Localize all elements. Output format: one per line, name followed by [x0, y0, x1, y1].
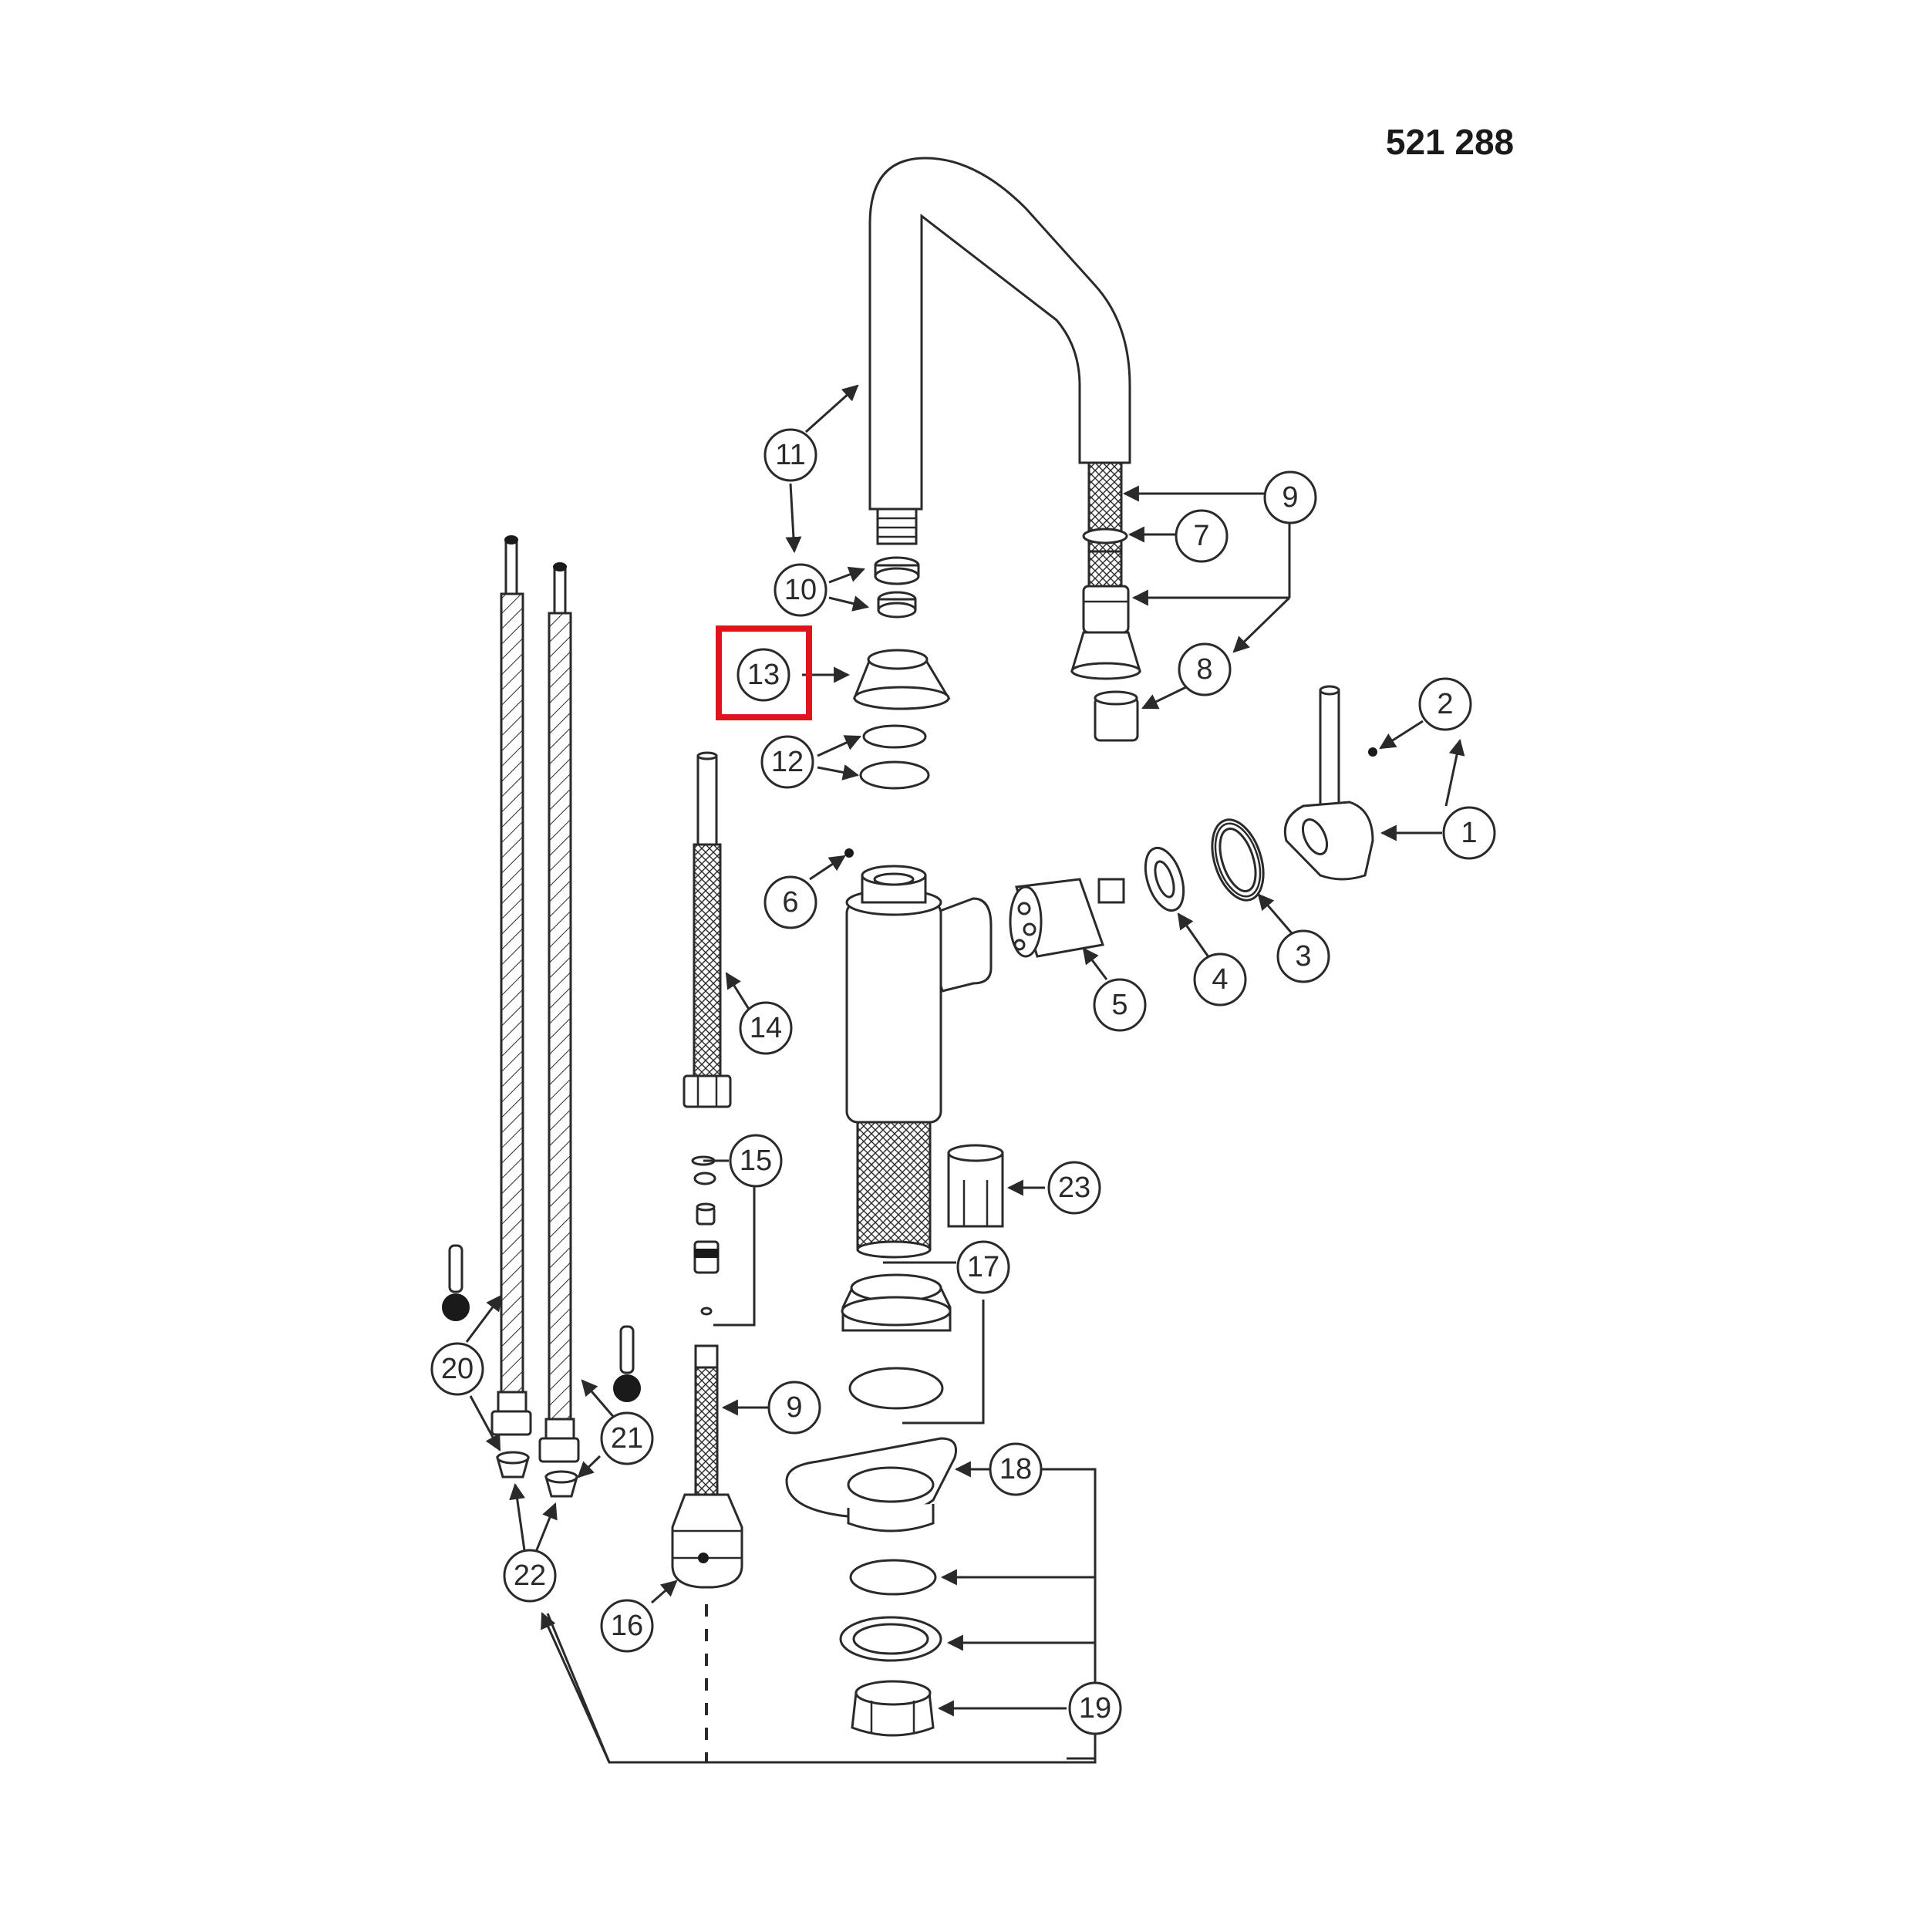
callout-10: 10: [774, 563, 827, 617]
callout-3-label: 3: [1295, 940, 1311, 973]
callout-7: 7: [1175, 509, 1229, 563]
callout-17: 17: [956, 1240, 1010, 1294]
callout-13-highlighted: 13: [716, 625, 812, 720]
callout-9-pull-out-hose: 9: [767, 1381, 821, 1435]
coupling-nuts-part: [874, 556, 920, 619]
handle-part: [1283, 685, 1377, 881]
callout-9b-label: 9: [786, 1391, 802, 1424]
callout-15-label: 15: [740, 1145, 772, 1177]
highlight-box: [716, 625, 812, 720]
callout-11: 11: [763, 428, 817, 482]
hose-weight-part: [947, 1144, 1004, 1228]
callout-5-label: 5: [1111, 989, 1127, 1021]
callout-9-spout-hose: 9: [1263, 470, 1317, 524]
callout-18-label: 18: [999, 1453, 1032, 1485]
cold-stop-part: [442, 1244, 470, 1321]
callout-4: 4: [1193, 953, 1247, 1006]
callout-1-label: 1: [1461, 817, 1477, 849]
mounting-nut-part: [841, 1273, 952, 1410]
callout-20-label: 20: [441, 1353, 474, 1385]
callout-22: 22: [503, 1549, 557, 1603]
callout-4-label: 4: [1212, 963, 1228, 996]
callout-22-label: 22: [514, 1559, 546, 1592]
callout-21: 21: [600, 1411, 654, 1465]
callout-20: 20: [430, 1342, 484, 1396]
callout-14: 14: [739, 1001, 793, 1055]
callout-8a-label: 8: [1196, 653, 1212, 686]
callout-13-label: 13: [747, 659, 780, 691]
escutcheon-cone-part: [852, 649, 951, 710]
spray-head-part: [1070, 461, 1142, 742]
callout-1: 1: [1442, 806, 1496, 860]
faucet-body-part: [845, 865, 993, 1259]
callout-6: 6: [763, 875, 817, 929]
callout-8-spray-head: 8: [1178, 642, 1232, 696]
cartridge-part: [1009, 878, 1125, 958]
callout-2: 2: [1418, 677, 1472, 731]
model-number: 521 288: [1386, 122, 1514, 162]
callout-10-label: 10: [784, 574, 817, 606]
leader-lines: [465, 384, 1465, 1764]
callout-5: 5: [1093, 978, 1147, 1032]
callout-12-label: 12: [771, 746, 804, 778]
bonnet-nut-part: [1211, 818, 1265, 902]
callout-3: 3: [1276, 929, 1330, 983]
hot-stop-part: [613, 1325, 641, 1402]
callout-6-label: 6: [782, 886, 798, 919]
callout-16-label: 16: [611, 1610, 643, 1642]
callout-23: 23: [1047, 1161, 1101, 1215]
supply-hoses-part: [490, 535, 580, 1463]
callout-21-label: 21: [611, 1422, 643, 1455]
callout-11-label: 11: [775, 439, 805, 471]
mixed-water-hose-part: [683, 751, 732, 1108]
check-valve-parts: [691, 1155, 720, 1316]
base-plate-part: [785, 1437, 957, 1532]
callout-9a-label: 9: [1282, 481, 1298, 514]
pull-out-hose-part: [671, 1344, 743, 1762]
callout-23-label: 23: [1058, 1172, 1090, 1204]
callout-19: 19: [1068, 1681, 1122, 1735]
callout-16: 16: [600, 1599, 654, 1653]
spout-part: [868, 157, 1131, 545]
callout-12: 12: [760, 735, 814, 789]
adapter-nipples-part: [496, 1451, 578, 1498]
callout-17-label: 17: [967, 1251, 999, 1283]
callout-18: 18: [989, 1442, 1043, 1496]
callout-7-label: 7: [1193, 520, 1209, 552]
callout-14-label: 14: [750, 1012, 782, 1044]
callout-2-label: 2: [1437, 688, 1453, 720]
callout-15: 15: [729, 1134, 783, 1188]
retaining-ring-part: [1144, 846, 1185, 912]
fixing-set-part: [839, 1559, 942, 1737]
callout-19-label: 19: [1079, 1692, 1111, 1725]
o-rings-part: [859, 724, 930, 790]
